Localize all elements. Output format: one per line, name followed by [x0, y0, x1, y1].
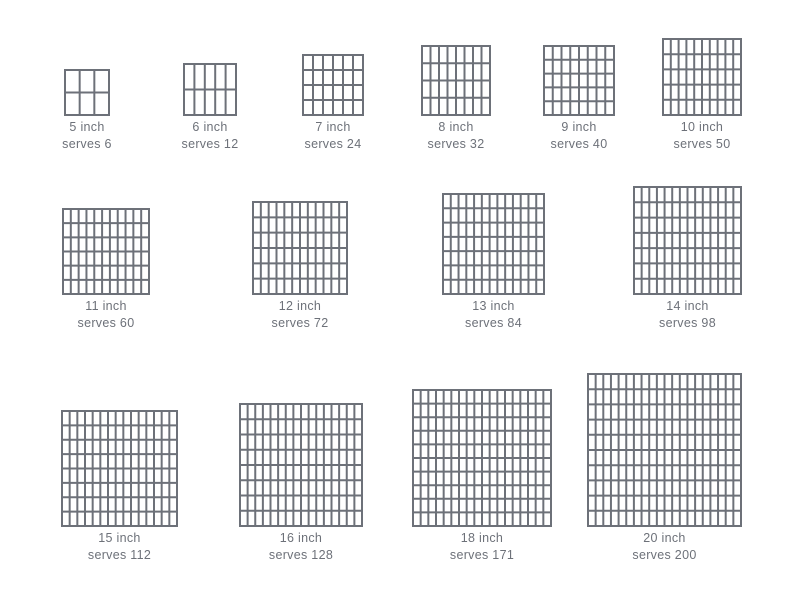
cake-18-inch: [412, 389, 552, 527]
cake-16-inch: [239, 403, 363, 527]
cake-20-inch: [587, 373, 742, 527]
cake-size-label: 5 inch: [69, 120, 104, 134]
cake-size-label: 9 inch: [561, 120, 596, 134]
cake-size-label: 10 inch: [681, 120, 723, 134]
cake-serves-label: serves 72: [272, 316, 329, 330]
cake-serves-label: serves 112: [88, 548, 151, 562]
cake-size-label: 14 inch: [666, 299, 708, 313]
cake-outline: [442, 193, 545, 295]
cake-size-label: 15 inch: [98, 531, 140, 545]
cake-7-inch: [302, 54, 364, 116]
cake-serves-label: serves 98: [659, 316, 716, 330]
cake-size-label: 11 inch: [85, 299, 126, 313]
cake-serves-label: serves 128: [269, 548, 333, 562]
cake-serves-label: serves 50: [674, 137, 731, 151]
cake-serves-label: serves 6: [62, 137, 112, 151]
cake-14-inch: [633, 186, 742, 295]
cake-size-label: 8 inch: [438, 120, 473, 134]
cake-size-label: 6 inch: [192, 120, 227, 134]
cake-size-label: 18 inch: [461, 531, 503, 545]
cake-size-label: 20 inch: [643, 531, 685, 545]
cake-5-inch: [64, 69, 110, 116]
cake-9-inch: [543, 45, 615, 116]
cake-size-label: 7 inch: [315, 120, 350, 134]
cake-serves-label: serves 200: [632, 548, 696, 562]
cake-13-inch: [442, 193, 545, 295]
cake-10-inch: [662, 38, 742, 116]
cake-11-inch: [62, 208, 150, 295]
cake-size-label: 12 inch: [279, 299, 321, 313]
cake-serves-label: serves 84: [465, 316, 522, 330]
cake-size-label: 13 inch: [472, 299, 514, 313]
cake-8-inch: [421, 45, 491, 116]
cake-15-inch: [61, 410, 178, 527]
cake-serves-label: serves 12: [182, 137, 239, 151]
cake-12-inch: [252, 201, 348, 295]
cake-serves-label: serves 24: [305, 137, 362, 151]
cake-serves-label: serves 171: [450, 548, 514, 562]
cake-serves-label: serves 40: [551, 137, 608, 151]
cake-6-inch: [183, 63, 237, 116]
cake-serves-label: serves 60: [78, 316, 135, 330]
cake-size-label: 16 inch: [280, 531, 322, 545]
cake-serves-label: serves 32: [428, 137, 485, 151]
